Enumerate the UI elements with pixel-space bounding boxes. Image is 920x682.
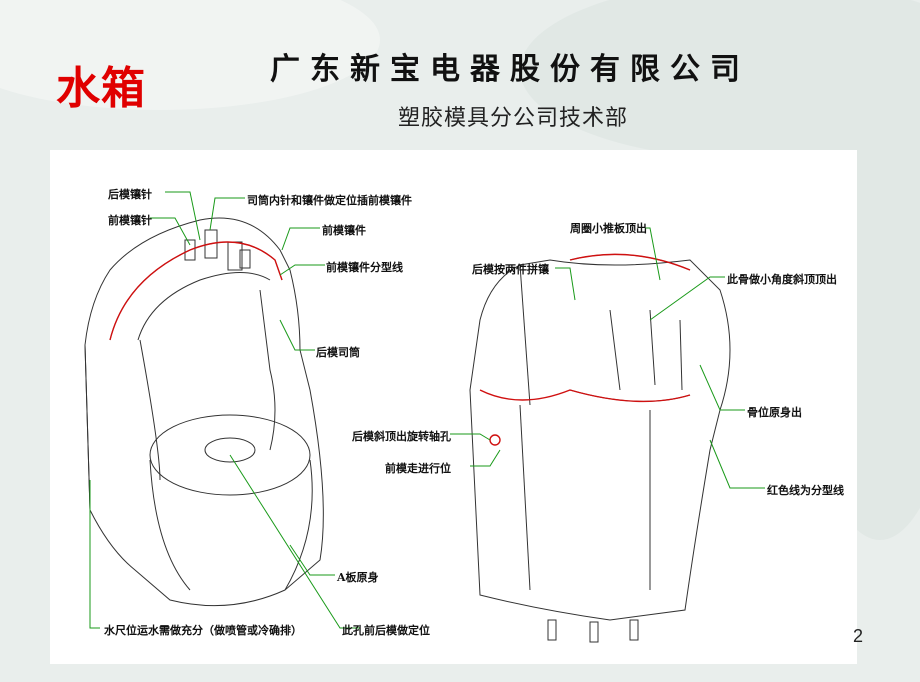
tank-drawing (84, 191, 765, 643)
leader-lines (89, 191, 765, 629)
label-rear-two-insert: 后模按两件拼镶 (472, 263, 549, 276)
drawing-panel: 后模镶针 前模镶针 司筒内针和镶件做定位插前模镶件 前模镶件 前模镶件分型线 后… (50, 150, 857, 664)
company-name: 广东新宝电器股份有限公司 (270, 52, 750, 87)
right-tank-outline (469, 259, 731, 621)
label-ejector: 周圈小推板顶出 (570, 222, 647, 235)
label-front-slide: 前模走进行位 (385, 462, 451, 475)
label-rear-rotate-core: 后模斜顶出旋转轴孔 (352, 430, 451, 443)
label-water-level: 水尺位运水需做充分（做喷管或冷确排） (104, 624, 302, 637)
label-front-mold-insert-pin: 前模镶针 (108, 214, 152, 227)
label-sleeve-pin: 司筒内针和镶件做定位插前模镶件 (247, 194, 412, 207)
parting-lines (109, 241, 691, 446)
label-rear-mold-insert-pin: 后模镶针 (108, 188, 152, 201)
label-rear-mold-sleeve: 后模司筒 (316, 346, 360, 359)
left-tank-outline (84, 217, 324, 607)
label-a-plate: A板原身 (337, 571, 379, 584)
page-number: 2 (853, 626, 864, 646)
label-hole-locating: 此孔前后模做定位 (342, 624, 430, 637)
department-name: 塑胶模具分公司技术部 (398, 106, 629, 131)
label-rib: 骨位原身出 (747, 406, 802, 419)
label-front-mold-insert: 前模镶件 (322, 224, 366, 237)
label-red-parting: 红色线为分型线 (767, 484, 844, 497)
label-inclined-ejector: 此骨做小角度斜顶顶出 (727, 273, 837, 286)
label-front-insert-parting: 前模镶件分型线 (326, 261, 403, 274)
slide-title: 水箱 (56, 63, 146, 114)
